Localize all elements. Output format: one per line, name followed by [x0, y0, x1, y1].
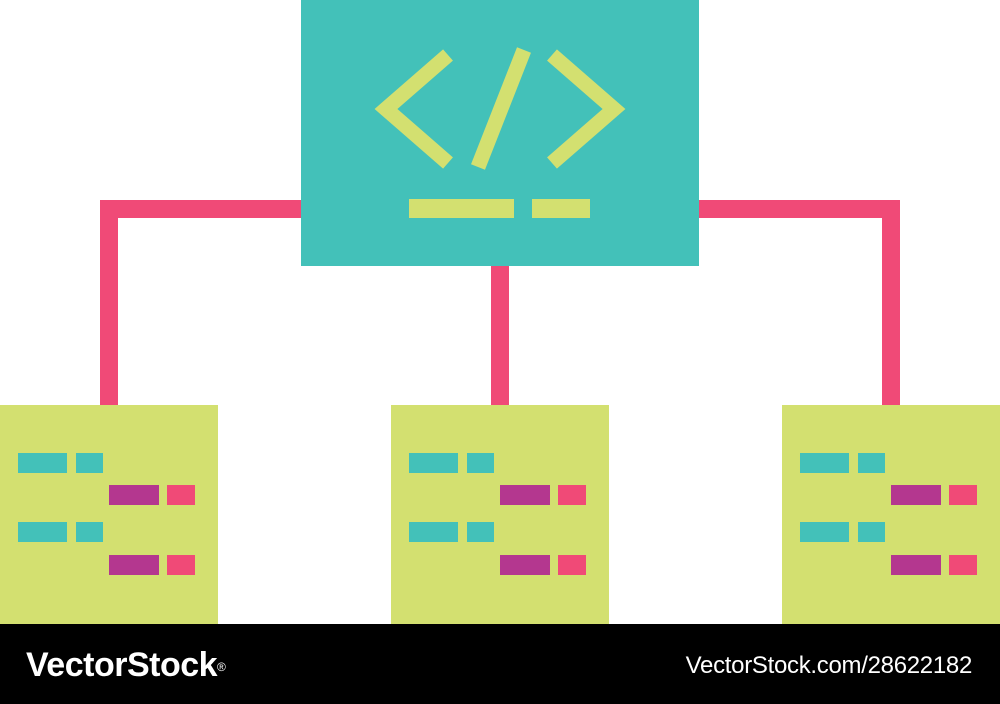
code-line-segment — [858, 453, 885, 473]
code-lines-icon — [800, 453, 977, 575]
root-node — [301, 0, 699, 266]
code-line-segment — [558, 555, 586, 575]
code-line-segment — [558, 485, 586, 505]
child-box — [0, 405, 218, 624]
child-box — [391, 405, 609, 624]
child-node-2 — [391, 405, 609, 624]
footer-bar: VectorStock® VectorStock.com/28622182 — [0, 624, 1000, 704]
child-node-3 — [782, 405, 1000, 624]
code-line-segment — [76, 522, 103, 542]
connector-right — [699, 200, 900, 405]
stock-id-text: VectorStock.com/28622182 — [685, 652, 973, 679]
code-line-segment — [409, 453, 458, 473]
code-line-segment — [409, 522, 458, 542]
cursor-underline-icon — [409, 199, 590, 218]
code-line-segment — [800, 522, 849, 542]
code-line-segment — [109, 485, 159, 505]
root-box — [301, 0, 699, 266]
code-line-segment — [18, 453, 67, 473]
code-line-segment — [949, 485, 977, 505]
code-line-segment — [949, 555, 977, 575]
code-line-segment — [467, 522, 494, 542]
connectors — [100, 200, 900, 405]
code-line-segment — [167, 485, 195, 505]
code-line-segment — [18, 522, 67, 542]
code-brackets-icon — [374, 47, 626, 170]
code-line-segment — [109, 555, 159, 575]
child-nodes — [0, 405, 1000, 624]
code-lines-icon — [409, 453, 586, 575]
code-line-segment — [891, 555, 941, 575]
code-line-segment — [167, 555, 195, 575]
brand-logo: VectorStock® — [26, 646, 226, 684]
code-line-segment — [500, 485, 550, 505]
code-line-segment — [891, 485, 941, 505]
code-line-segment — [858, 522, 885, 542]
connector-left — [100, 200, 301, 405]
code-line-segment — [800, 453, 849, 473]
diagram-canvas — [0, 0, 1000, 624]
hierarchy-diagram — [0, 0, 1000, 624]
code-lines-icon — [18, 453, 195, 575]
child-node-1 — [0, 405, 218, 624]
child-box — [782, 405, 1000, 624]
code-line-segment — [500, 555, 550, 575]
code-line-segment — [467, 453, 494, 473]
code-line-segment — [76, 453, 103, 473]
